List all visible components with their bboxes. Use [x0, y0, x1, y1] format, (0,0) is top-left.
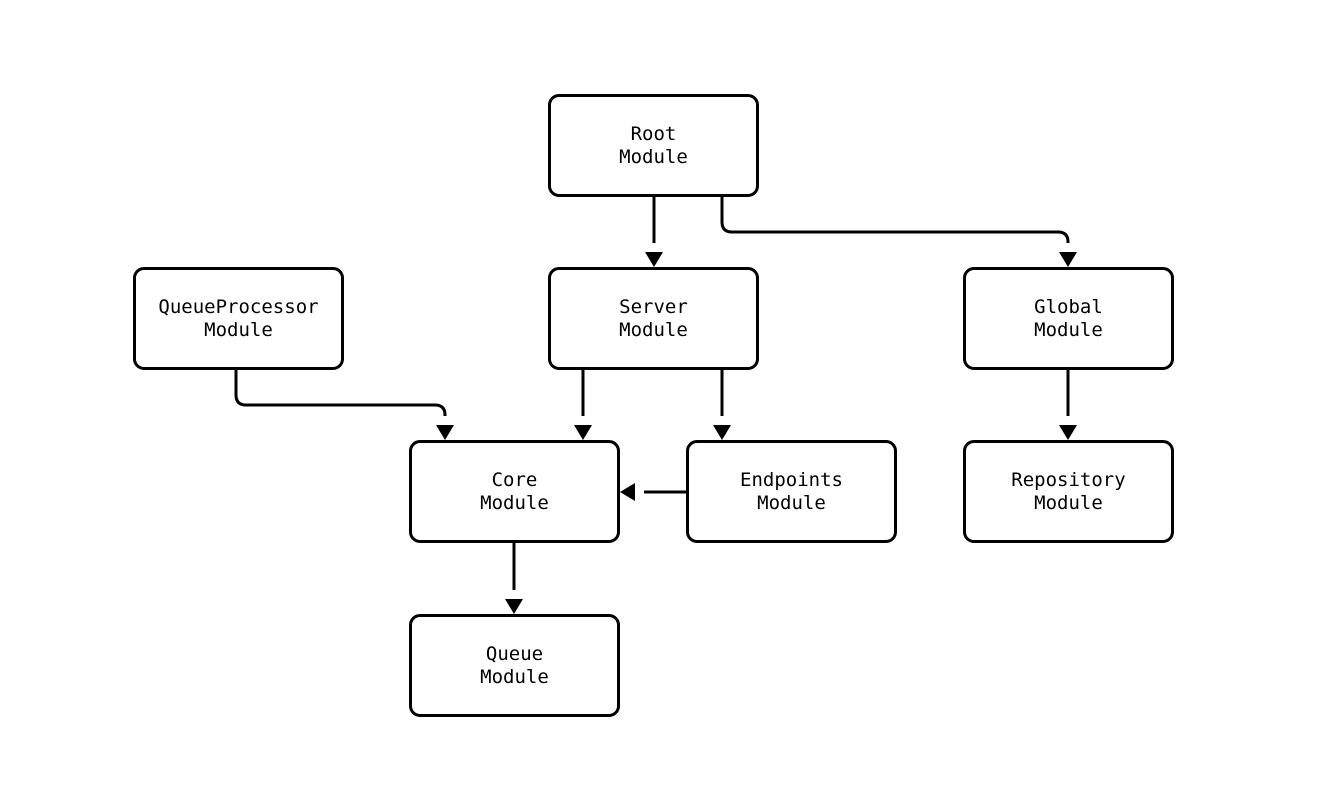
node-label-line1-server: Server — [619, 295, 688, 318]
node-label-line1-repository: Repository — [1011, 468, 1126, 491]
node-label-line1-queue: Queue — [485, 642, 544, 665]
node-label-line1-core: Core — [491, 468, 538, 491]
edge-endpoints-to-core — [620, 483, 686, 501]
node-label-line2-endpoints: Module — [757, 491, 826, 514]
edge-line-queueprocessor-to-core — [234, 370, 447, 417]
edge-arrowhead-server-to-endpoints — [713, 425, 731, 440]
edge-arrowhead-endpoints-to-core — [620, 483, 635, 501]
node-label-line1-root: Root — [630, 122, 677, 145]
node-label-line2-repository: Module — [1034, 491, 1103, 514]
edge-root-to-global — [720, 197, 1077, 267]
node-label-line2-server: Module — [619, 318, 688, 341]
edge-arrowhead-server-to-core — [574, 425, 592, 440]
edge-server-to-core — [574, 370, 592, 440]
edge-core-to-queue — [505, 543, 523, 614]
edge-arrowhead-root-to-server — [645, 252, 663, 267]
node-label-line1-queueprocessor: QueueProcessor — [158, 295, 319, 318]
node-label-line2-core: Module — [480, 491, 549, 514]
edge-server-to-endpoints — [713, 370, 731, 440]
edge-arrowhead-queueprocessor-to-core — [436, 425, 454, 440]
node-label-line2-global: Module — [1034, 318, 1103, 341]
node-label-line2-queue: Module — [480, 665, 549, 688]
edge-queueprocessor-to-core — [234, 370, 454, 440]
node-label-line1-endpoints: Endpoints — [740, 468, 843, 491]
edge-arrowhead-core-to-queue — [505, 599, 523, 614]
edge-line-root-to-global — [720, 197, 1070, 244]
node-label-line2-root: Module — [619, 145, 688, 168]
edge-arrowhead-global-to-repository — [1059, 425, 1077, 440]
edge-global-to-repository — [1059, 370, 1077, 440]
edge-root-to-server — [645, 197, 663, 267]
node-label-line1-global: Global — [1034, 295, 1103, 318]
edge-arrowhead-root-to-global — [1059, 252, 1077, 267]
node-label-line2-queueprocessor: Module — [204, 318, 273, 341]
